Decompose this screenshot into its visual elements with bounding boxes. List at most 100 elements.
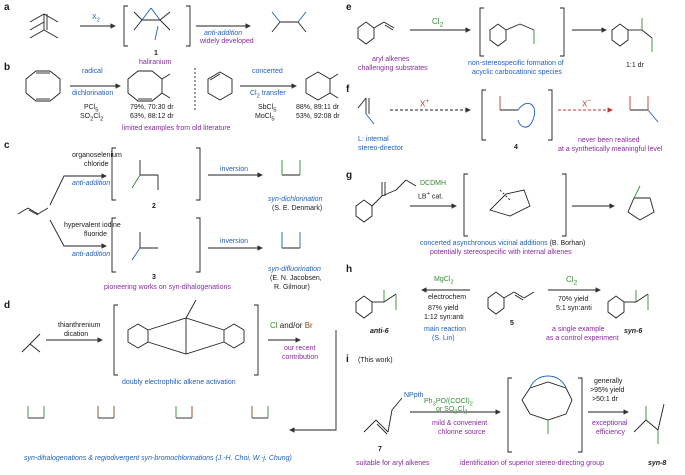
panel-i-product-label: syn-8 (648, 460, 667, 467)
panel-b-left-cond-2-sub: 2 (90, 116, 94, 123)
panel-g-caption-1-ref: (B. Borhan) (549, 240, 586, 247)
panel-a-intermediate-name: haliranium (139, 59, 172, 66)
panel-b-left-cond-1: PCl5 (84, 104, 99, 115)
panel-f-nucleophile-main: X (582, 99, 588, 109)
panel-b-right-arrow-2: Cl2 transfer (250, 90, 286, 101)
panel-g-reagent-2-end: cat. (429, 193, 444, 201)
panel-h-right-reagent-main: Cl (566, 275, 574, 284)
panel-i-drawing (363, 375, 665, 453)
panel-i-substrate-caption: suitable for aryl alkenes (356, 460, 430, 467)
panel-h-left-yield-1: 87% yield (428, 305, 459, 312)
panel-b-left-cond-1-main: PCl (84, 104, 96, 111)
panel-c-bottom-reagent-1: hypervalent iodine (64, 222, 121, 229)
panel-h-right-yield-2: 5:1 syn:anti (556, 305, 592, 312)
panel-b-right-arrow-2-end: transfer (259, 90, 286, 97)
panel-a-arrow-note-2: widely developed (200, 38, 254, 45)
panel-c-bottom-ref-2: R. Gilmour) (274, 284, 310, 291)
panel-g-drawing (355, 173, 655, 237)
panel-a-reagent: X2 (92, 14, 100, 25)
panel-b-right-cond-2-sub: 5 (271, 116, 275, 123)
panel-f-electrophile-main: X (420, 99, 426, 109)
panel-d-contribution-1: our recent (284, 345, 316, 352)
panel-e-left-caption-1: aryl alkenes (372, 56, 410, 63)
panel-b-left-cond-2-end-sub: 2 (100, 116, 104, 123)
panel-f-intermediate-number: 4 (514, 144, 518, 151)
panel-h-substrate-number: 5 (510, 320, 514, 327)
panel-g-caption-1-main: concerted asynchronous vicinal additions (420, 240, 548, 247)
panel-b-right-cond-2: MoCl5 (255, 113, 275, 124)
panel-c-bottom-ref-1: (E. N. Jacobsen, (270, 275, 322, 282)
panel-b-left-result-2: 63%, 88:12 dr (130, 113, 174, 120)
panel-d-nucleophile-cl: Cl (270, 321, 278, 330)
panel-b-drawing (25, 68, 339, 110)
panel-c-letter: c (4, 140, 10, 151)
panel-c-top-number: 2 (152, 203, 156, 210)
panel-h-left-reagent-2: electrochem (428, 294, 467, 301)
panel-b-left-cond-2-main: SO (80, 113, 91, 120)
panel-f-letter: f (346, 84, 350, 95)
panel-h-left-reagent-1-sub: 2 (450, 279, 454, 286)
panel-i-result-2: >95% yield (590, 387, 625, 394)
panel-f-left-caption-1: L: internal (358, 136, 389, 143)
panel-i-result-1: generally (594, 378, 623, 385)
panel-b-right-cond-1: SbCl5 (258, 104, 276, 115)
panel-b-right-result-1: 88%, 89:11 dr (296, 104, 340, 111)
panel-g-caption-2: potentially stereospecific with internal… (430, 249, 572, 256)
panel-h-right-yield-1: 70% yield (558, 296, 589, 303)
panel-c-bottom-number: 3 (152, 274, 156, 281)
panel-e-drawing (357, 7, 653, 57)
panel-i-substrate-number: 7 (378, 446, 382, 453)
panel-i-letter: i (346, 354, 349, 365)
panel-b-left-cond-2: SO2Cl2 (80, 113, 103, 124)
panel-c-bottom-mode: anti-addition (72, 251, 111, 258)
panel-f-drawing (357, 89, 659, 141)
panel-i-result-caption-1: exceptional (592, 420, 628, 427)
panel-h-left-reagent-1: MgCl2 (434, 276, 454, 287)
panel-e-mid-caption-2: acyclic carbocationic species (472, 69, 562, 76)
panel-c-top-ref: (S. E. Denmark) (272, 205, 323, 212)
panel-c-top-reagent-1: organoselenium (72, 152, 122, 159)
panel-i-npth: NPpth (404, 392, 424, 399)
panel-e-left-caption-2: challenging substrates (358, 65, 428, 72)
panel-f-right-caption-1: never been realised (578, 137, 640, 144)
panel-b-left-cond-1-sub: 5 (95, 107, 99, 114)
panel-b-left-arrow-2: dichlorination (72, 90, 114, 97)
panel-b-right-cond-1-sub: 5 (273, 107, 277, 114)
panel-h-drawing (355, 287, 649, 319)
panel-c-top-result: syn-dichlorination (268, 196, 323, 203)
panel-c-bottom-reagent-2: fluoride (84, 231, 107, 238)
panel-g-reagent-2: LB+ cat. (418, 191, 444, 201)
panel-d-letter: d (4, 300, 11, 311)
panel-i-reagent-1-mid: PO/(COCl) (435, 398, 470, 405)
panel-b-right-arrow-1: concerted (252, 68, 283, 75)
panel-i-reagent-2-end: Cl (457, 406, 465, 413)
panel-i-reagent-2-sub2: 2 (464, 409, 468, 416)
panel-c-top-mode: anti-addition (72, 180, 111, 187)
panel-h-right-note-2: as a control experiment (546, 335, 619, 342)
panel-i-reagent-caption-1: mild & convenient (432, 420, 488, 427)
panel-g-reagent-1: DCDMH (420, 180, 447, 187)
panel-e-letter: e (346, 2, 352, 13)
panel-h-left-label: anti-6 (370, 328, 389, 335)
panel-b-right-cond-1-main: SbCl (258, 104, 274, 111)
panel-b-caption: limited examples from old literature (122, 125, 231, 132)
panel-h-left-note-1: main reaction (424, 326, 467, 333)
panel-b-right-cond-2-main: MoCl (255, 113, 272, 120)
panel-i-intermediate-caption: identification of superior stereo-direct… (460, 460, 604, 467)
panel-f-electrophile: X+ (420, 98, 430, 109)
panel-h-right-reagent: Cl2 (566, 275, 577, 288)
panel-d-caption: syn-dihalogenations & regiodivergent syn… (24, 455, 292, 462)
panel-b-letter: b (4, 62, 11, 73)
panel-i-this-work: (This work) (358, 357, 393, 364)
panel-f-nucleophile: X− (582, 98, 592, 109)
panel-h-letter: h (346, 264, 353, 275)
panel-b-right-arrow-2-sub: 2 (256, 93, 260, 100)
panel-f-left-caption-2: stereo-director (358, 145, 404, 152)
panel-d-nucleophile-br: Br (304, 321, 313, 330)
panel-g-caption-1: concerted asynchronous vicinal additions… (420, 240, 585, 248)
panel-e-reagent: Cl2 (432, 17, 443, 30)
panel-i-reagent-1: Ph3PO/(COCl)2 (424, 398, 473, 409)
panel-i-reagent-1-main: Ph (424, 398, 433, 405)
panel-b-left-result-1: 79%, 70:30 dr (130, 104, 174, 111)
